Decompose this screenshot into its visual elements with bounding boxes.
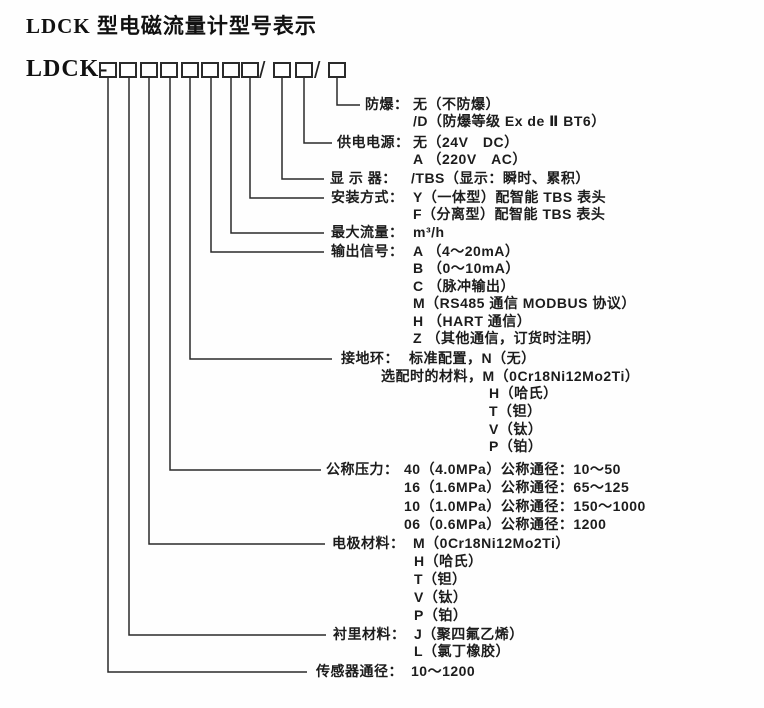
code-box-8	[241, 62, 259, 78]
model-prefix: LDCK-	[26, 56, 109, 82]
option-output-signal-5: Z （其他通信，订货时注明）	[413, 330, 601, 346]
code-box-7	[222, 62, 240, 78]
option-output-signal-1: B （0～10mA）	[413, 260, 520, 276]
connector-electrode-material	[148, 78, 325, 545]
page-title: LDCK 型电磁流量计型号表示	[26, 14, 317, 38]
option-electrode-material-2: T（钽）	[414, 571, 467, 587]
label-output-signal: 输出信号：	[331, 243, 404, 259]
label-grounding-ring: 接地环：	[341, 350, 399, 366]
option-grounding-ring-5: P（铂）	[489, 438, 543, 454]
connector-grounding-ring	[189, 78, 332, 360]
option-sensor-diameter-0: 10～1200	[411, 663, 476, 679]
option-display-0: /TBS（显示：瞬时、累积）	[411, 170, 590, 186]
option-nominal-pressure-1: 16（1.6MPa）公称通径：65～125	[404, 479, 630, 495]
label-sensor-diameter: 传感器通径：	[316, 663, 403, 679]
option-power-supply-0: 无（24V DC）	[413, 134, 519, 150]
option-mounting-0: Y（一体型）配智能 TBS 表头	[413, 189, 607, 205]
label-power-supply: 供电电源：	[337, 134, 410, 150]
option-output-signal-2: C （脉冲输出）	[413, 278, 515, 294]
code-box-5	[181, 62, 199, 78]
label-nominal-pressure: 公称压力：	[326, 461, 399, 477]
code-box-10	[295, 62, 313, 78]
option-explosion-proof-1: /D（防爆等级 Ex de Ⅱ BT6）	[413, 113, 606, 129]
option-nominal-pressure-3: 06（0.6MPa）公称通径：1200	[404, 516, 607, 532]
option-electrode-material-0: M（0Cr18Ni12Mo2Ti）	[413, 535, 570, 551]
connector-lining-material	[128, 78, 326, 636]
connector-nominal-pressure	[169, 78, 321, 471]
code-box-4	[160, 62, 178, 78]
label-lining-material: 衬里材料：	[333, 626, 406, 642]
code-box-2	[119, 62, 137, 78]
code-box-1	[99, 62, 117, 78]
option-grounding-ring-2: H（哈氏）	[489, 385, 558, 401]
option-output-signal-3: M（RS485 通信 MODBUS 协议）	[413, 295, 636, 311]
label-max-flow: 最大流量：	[331, 224, 404, 240]
code-box-3	[140, 62, 158, 78]
option-grounding-ring-0: 标准配置，N（无）	[409, 350, 536, 366]
label-mounting: 安装方式：	[331, 189, 404, 205]
option-output-signal-0: A （4～20mA）	[413, 243, 520, 259]
option-electrode-material-3: V（钛）	[414, 589, 468, 605]
option-lining-material-0: J（聚四氟乙烯）	[414, 626, 524, 642]
label-electrode-material: 电极材料：	[332, 535, 405, 551]
connector-display	[281, 78, 324, 180]
option-electrode-material-4: P（铂）	[414, 607, 468, 623]
connector-output-signal	[210, 78, 324, 253]
label-display: 显 示 器：	[330, 170, 397, 186]
label-explosion-proof: 防爆：	[365, 96, 409, 112]
option-grounding-ring-4: V（钛）	[489, 421, 543, 437]
option-electrode-material-1: H（哈氏）	[414, 553, 483, 569]
code-separator-1: /	[259, 57, 266, 83]
connector-explosion-proof	[336, 78, 360, 106]
option-explosion-proof-0: 无（不防爆）	[413, 96, 500, 112]
option-output-signal-4: H （HART 通信）	[413, 313, 532, 329]
option-mounting-1: F（分离型）配智能 TBS 表头	[413, 206, 606, 222]
option-max-flow-0: m³/h	[413, 224, 445, 240]
code-box-11	[328, 62, 346, 78]
option-nominal-pressure-0: 40（4.0MPa）公称通径：10～50	[404, 461, 621, 477]
connector-sensor-diameter	[107, 78, 307, 673]
option-lining-material-1: L（氯丁橡胶）	[414, 643, 511, 659]
option-power-supply-1: A （220V AC）	[413, 151, 527, 167]
option-nominal-pressure-2: 10（1.0MPa）公称通径：150～1000	[404, 498, 646, 514]
option-grounding-ring-1: 选配时的材料，M（0Cr18Ni12Mo2Ti）	[381, 368, 640, 384]
connector-power-supply	[303, 78, 332, 144]
connector-mounting	[249, 78, 324, 199]
connector-max-flow	[230, 78, 324, 234]
code-box-9	[273, 62, 291, 78]
code-separator-2: /	[314, 57, 321, 83]
option-grounding-ring-3: T（钽）	[489, 403, 542, 419]
code-box-6	[201, 62, 219, 78]
